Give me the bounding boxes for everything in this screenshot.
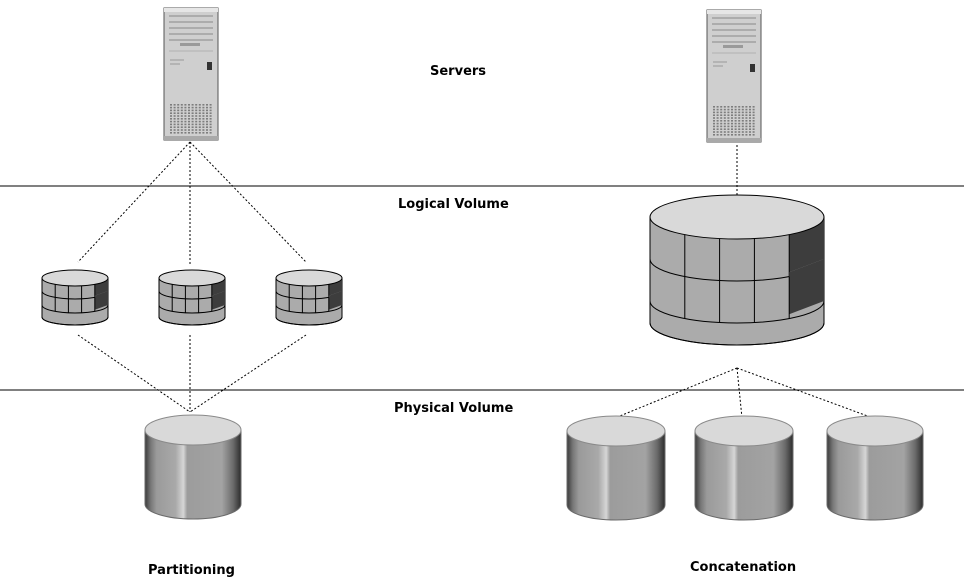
server-icon <box>163 7 219 141</box>
partitioning-caption: Partitioning <box>148 563 235 578</box>
logical-volume-icon <box>41 269 109 326</box>
server-icon <box>706 9 762 143</box>
logical-volume-icon <box>158 269 226 326</box>
logical-volume-icon <box>275 269 343 326</box>
disk-icon <box>694 415 794 521</box>
logical-volume-label: Logical Volume <box>398 197 509 212</box>
disk-icon <box>566 415 666 521</box>
disk-icon <box>144 414 242 520</box>
logical-volume-icon <box>649 194 825 346</box>
partitioning-connectors <box>77 141 307 413</box>
servers-label: Servers <box>430 64 487 79</box>
physical-volume-label: Physical Volume <box>394 401 514 416</box>
disk-icon <box>826 415 924 521</box>
concatenation-connectors <box>614 145 874 419</box>
concatenation-caption: Concatenation <box>690 560 797 575</box>
